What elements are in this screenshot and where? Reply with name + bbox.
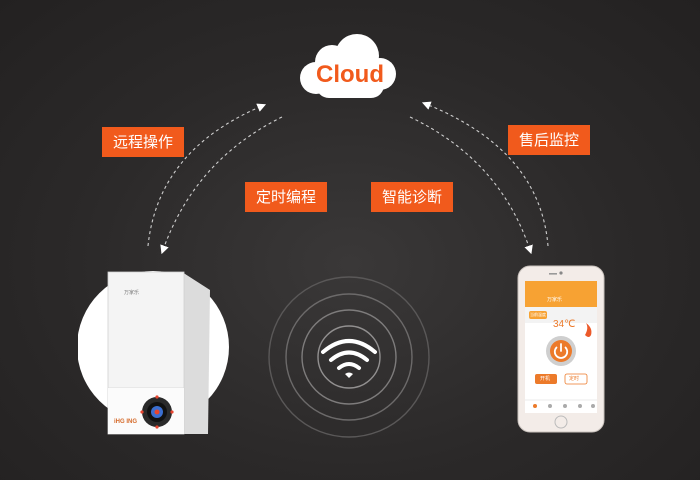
tag-smart-diagnosis: 智能诊断: [371, 182, 454, 212]
phone-btn-left: 开机: [540, 376, 551, 382]
phone-btn-right: 定时: [569, 376, 580, 382]
arc-right-outer: [421, 101, 549, 247]
phone-illustration: [517, 265, 605, 433]
arc-left-outer: [147, 103, 267, 247]
boiler-illustration: [78, 271, 229, 435]
cloud-icon: [300, 34, 396, 98]
wifi-signal-rings: [268, 276, 430, 438]
wifi-icon: [321, 339, 377, 378]
arc-left-inner: [160, 116, 283, 255]
boiler-logo: iHG ING: [114, 419, 138, 425]
boiler-brand-label: 万家乐: [124, 290, 140, 296]
phone-temperature: 34℃: [553, 319, 576, 330]
tag-remote-operation: 远程操作: [102, 127, 185, 157]
arc-right-inner: [409, 116, 533, 255]
cloud-label: Cloud: [316, 61, 384, 88]
phone-app-title: 万家乐: [547, 297, 563, 303]
phone-row-label: 当前温度: [530, 312, 546, 317]
tag-timed-programming: 定时编程: [245, 182, 328, 212]
tag-after-sales: 售后监控: [508, 125, 591, 155]
